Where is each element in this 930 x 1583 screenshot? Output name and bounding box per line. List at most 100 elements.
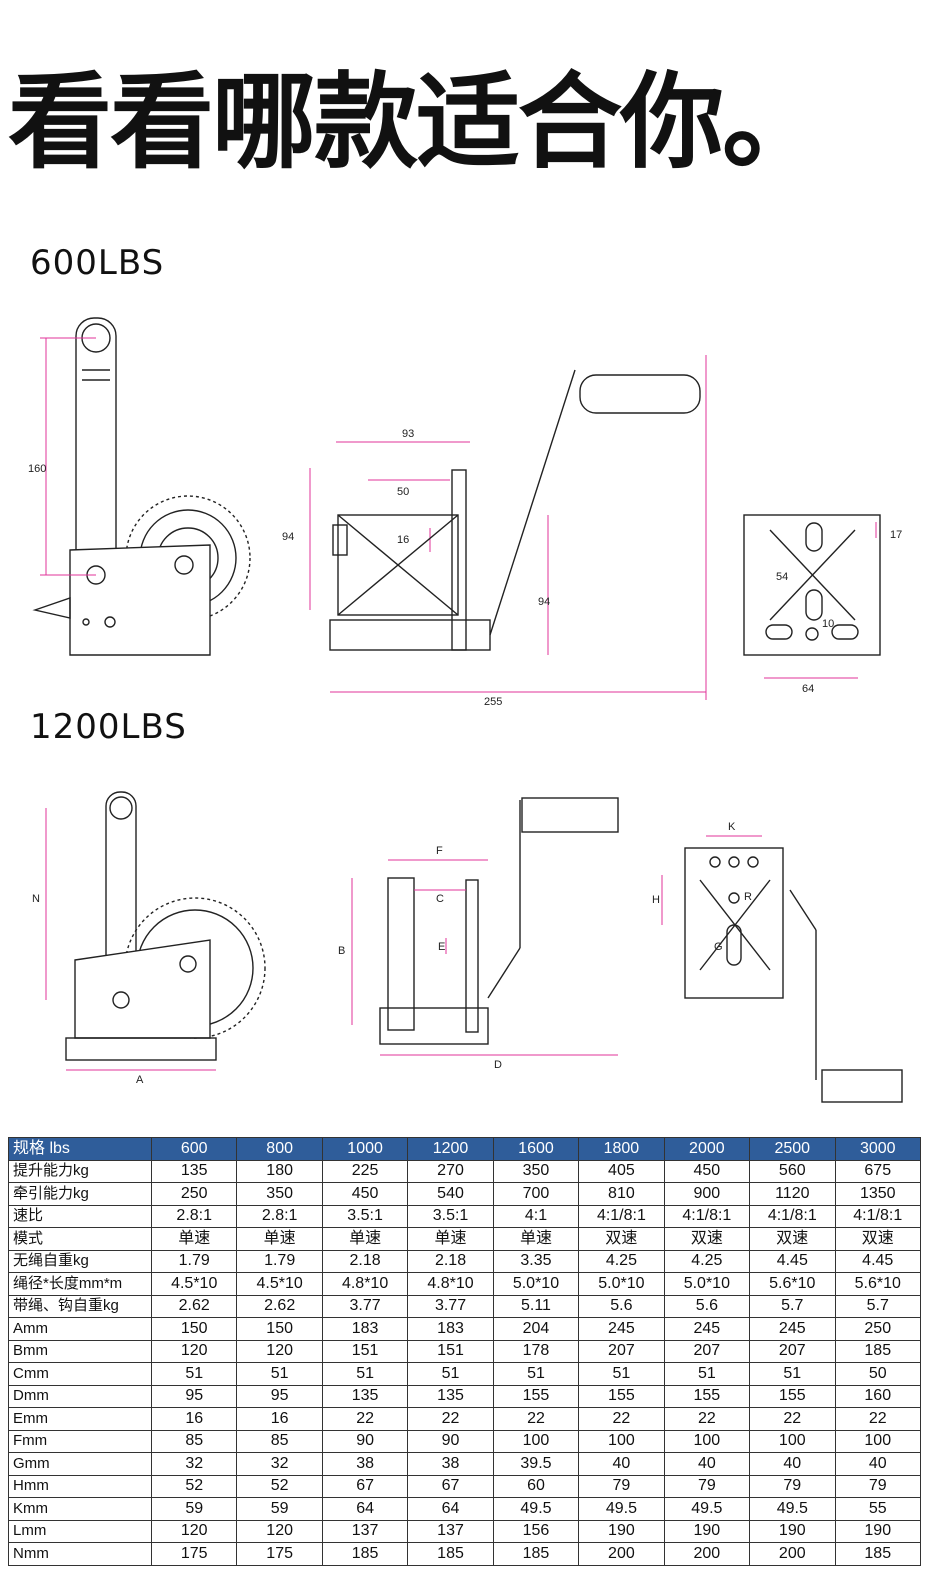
value-cell: 160 xyxy=(834,1384,921,1408)
value-cell: 55 xyxy=(834,1497,921,1521)
value-cell: 185 xyxy=(834,1339,921,1363)
dim-N: N xyxy=(32,893,40,905)
value-cell: 51 xyxy=(236,1362,323,1386)
value-cell: 95 xyxy=(150,1384,238,1408)
header-cell: 1200 xyxy=(407,1137,494,1161)
header-cell: 1800 xyxy=(578,1137,665,1161)
value-cell: 单速 xyxy=(492,1227,580,1251)
value-cell: 1120 xyxy=(749,1182,836,1206)
value-cell: 双速 xyxy=(663,1227,751,1251)
value-cell: 207 xyxy=(578,1339,665,1363)
value-cell: 5.6 xyxy=(663,1294,751,1318)
value-cell: 4.45 xyxy=(749,1249,836,1273)
dim-54: 54 xyxy=(776,571,788,583)
value-cell: 156 xyxy=(492,1519,580,1543)
value-cell: 16 xyxy=(236,1407,323,1431)
header-cell: 2000 xyxy=(663,1137,751,1161)
value-cell: 155 xyxy=(663,1384,751,1408)
value-cell: 4.5*10 xyxy=(236,1272,323,1296)
value-cell: 190 xyxy=(834,1519,921,1543)
value-cell: 4:1/8:1 xyxy=(578,1204,665,1228)
value-cell: 90 xyxy=(321,1429,409,1453)
value-cell: 4.25 xyxy=(663,1249,751,1273)
value-cell: 2.8:1 xyxy=(236,1204,323,1228)
value-cell: 67 xyxy=(321,1474,409,1498)
value-cell: 250 xyxy=(150,1182,238,1206)
value-cell: 245 xyxy=(578,1317,665,1341)
header-cell: 3000 xyxy=(834,1137,921,1161)
value-cell: 4.25 xyxy=(578,1249,665,1273)
winch-1200-drawing: N A F C B E D K H R G xyxy=(32,791,903,1103)
value-cell: 51 xyxy=(321,1362,409,1386)
value-cell: 175 xyxy=(236,1542,323,1566)
row-label-cell: Fmm xyxy=(8,1429,152,1453)
header-cell: 1600 xyxy=(492,1137,580,1161)
spec-table: 规格 lbs 600 800 1000 1200 1600 1800 2000 … xyxy=(8,1137,921,1566)
value-cell: 5.6*10 xyxy=(834,1272,921,1296)
value-cell: 200 xyxy=(663,1542,751,1566)
row-label-cell: Emm xyxy=(8,1407,152,1431)
value-cell: 2.62 xyxy=(236,1294,323,1318)
value-cell: 155 xyxy=(578,1384,665,1408)
value-cell: 59 xyxy=(150,1497,238,1521)
value-cell: 100 xyxy=(834,1429,921,1453)
dim-50: 50 xyxy=(397,486,409,498)
value-cell: 120 xyxy=(150,1339,238,1363)
value-cell: 双速 xyxy=(749,1227,836,1251)
value-cell: 52 xyxy=(236,1474,323,1498)
value-cell: 4:1/8:1 xyxy=(663,1204,751,1228)
value-cell: 155 xyxy=(749,1384,836,1408)
value-cell: 1350 xyxy=(834,1182,921,1206)
value-cell: 350 xyxy=(492,1159,580,1183)
dimension-lines-600 xyxy=(40,337,877,700)
value-cell: 183 xyxy=(407,1317,494,1341)
row-label-cell: 牵引能力kg xyxy=(8,1182,152,1206)
value-cell: 22 xyxy=(407,1407,494,1431)
value-cell: 4.45 xyxy=(834,1249,921,1273)
value-cell: 38 xyxy=(321,1452,409,1476)
value-cell: 120 xyxy=(150,1519,238,1543)
value-cell: 50 xyxy=(834,1362,921,1386)
model-label-600: 600LBS xyxy=(30,243,165,283)
value-cell: 67 xyxy=(407,1474,494,1498)
value-cell: 150 xyxy=(236,1317,323,1341)
value-cell: 135 xyxy=(321,1384,409,1408)
spec-header-row: 规格 lbs 600 800 1000 1200 1600 1800 2000 … xyxy=(8,1137,921,1161)
value-cell: 单速 xyxy=(321,1227,409,1251)
row-label-cell: Bmm xyxy=(8,1339,152,1363)
header-cell: 600 xyxy=(150,1137,238,1161)
value-cell: 245 xyxy=(749,1317,836,1341)
value-cell: 51 xyxy=(407,1362,494,1386)
value-cell: 185 xyxy=(407,1542,494,1566)
value-cell: 4:1/8:1 xyxy=(749,1204,836,1228)
dim-A: A xyxy=(136,1074,144,1086)
value-cell: 137 xyxy=(407,1519,494,1543)
dim-16: 16 xyxy=(397,534,409,546)
value-cell: 200 xyxy=(749,1542,836,1566)
value-cell: 120 xyxy=(236,1519,323,1543)
value-cell: 100 xyxy=(749,1429,836,1453)
value-cell: 185 xyxy=(834,1542,921,1566)
dim-255: 255 xyxy=(484,696,502,708)
dim-C: C xyxy=(436,893,444,905)
value-cell: 64 xyxy=(407,1497,494,1521)
value-cell: 120 xyxy=(236,1339,323,1363)
value-cell: 270 xyxy=(407,1159,494,1183)
dim-D: D xyxy=(494,1059,502,1071)
row-label-cell: 速比 xyxy=(8,1204,152,1228)
value-cell: 185 xyxy=(492,1542,580,1566)
value-cell: 双速 xyxy=(834,1227,921,1251)
value-cell: 32 xyxy=(236,1452,323,1476)
value-cell: 225 xyxy=(321,1159,409,1183)
dimension-lines-1200 xyxy=(45,808,762,1071)
value-cell: 49.5 xyxy=(578,1497,665,1521)
